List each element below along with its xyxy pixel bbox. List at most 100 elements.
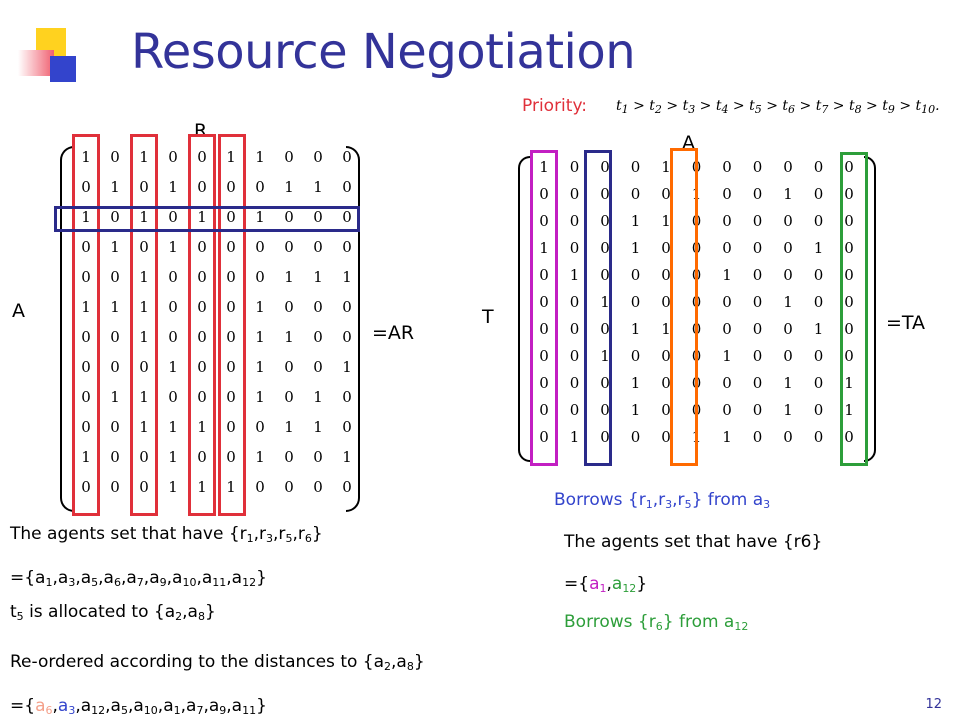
matrix-cell: 0 xyxy=(661,401,671,419)
matrix-cell: 0 xyxy=(600,401,610,419)
matrix-cell: 1 xyxy=(783,374,793,392)
matrix-cell: 1 xyxy=(813,239,824,257)
matrix-cell: 1 xyxy=(139,388,149,406)
matrix-cell: 0 xyxy=(139,238,149,256)
greater-than-symbol: > xyxy=(695,98,716,114)
matrix-cell: 0 xyxy=(255,178,265,196)
matrix-cell: 0 xyxy=(226,448,236,466)
priority-item: t7 xyxy=(815,98,829,116)
matrix-cell: 0 xyxy=(197,448,207,466)
matrix-cell: 1 xyxy=(110,178,120,196)
matrix-cell: 1 xyxy=(168,448,178,466)
matrix-cell: 0 xyxy=(110,208,120,226)
matrix-cell: 0 xyxy=(752,293,763,311)
matrix-cell: 1 xyxy=(722,266,732,284)
matrix-cell: 1 xyxy=(284,268,294,286)
matrix-cell: 0 xyxy=(342,478,352,496)
priority-item: t3 xyxy=(682,98,696,116)
column-r1-box xyxy=(72,134,100,516)
greater-than-symbol: > xyxy=(828,98,849,114)
agents-set-r-line: The agents set that have {r1,r3,r5,r6} xyxy=(10,524,323,545)
matrix-cell: 0 xyxy=(313,358,323,376)
matrix-cell: 0 xyxy=(752,320,763,338)
matrix-cell: 0 xyxy=(313,328,323,346)
matrix-cell: 0 xyxy=(783,347,793,365)
matrix-cell: 0 xyxy=(569,185,580,203)
matrix-cell: 0 xyxy=(783,266,793,284)
matrix-cell: 0 xyxy=(783,158,793,176)
matrix-cell: 0 xyxy=(783,428,793,446)
matrix-cell: 0 xyxy=(783,320,793,338)
matrix-cell: 1 xyxy=(81,148,91,166)
matrix-cell: 0 xyxy=(226,298,236,316)
agents-set-r6-line: The agents set that have {r6} xyxy=(564,532,823,552)
matrix-cell: 1 xyxy=(813,320,824,338)
matrix-cell: 1 xyxy=(139,148,149,166)
matrix-cell: 0 xyxy=(600,266,610,284)
matrix-cell: 0 xyxy=(569,293,580,311)
priority-chain: t1 > t2 > t3 > t4 > t5 > t6 > t7 > t8 > … xyxy=(616,98,940,116)
matrix-cell: 1 xyxy=(139,208,149,226)
matrix-cell: 0 xyxy=(284,358,294,376)
matrix-cell: 1 xyxy=(783,401,793,419)
matrix-cell: 0 xyxy=(284,388,294,406)
greater-than-symbol: > xyxy=(861,98,883,114)
priority-item: t2 xyxy=(649,98,662,116)
matrix-cell: 1 xyxy=(255,448,265,466)
matrix-cell: 0 xyxy=(813,347,824,365)
matrix-cell: 0 xyxy=(197,148,207,166)
matrix-cell: 0 xyxy=(661,374,671,392)
matrix-cell: 1 xyxy=(630,401,641,419)
greater-than-symbol: > xyxy=(795,98,816,114)
matrix-cell: 0 xyxy=(226,268,236,286)
matrix-cell: 0 xyxy=(844,347,854,365)
matrix-cell: 1 xyxy=(81,298,91,316)
matrix-cell: 1 xyxy=(197,478,207,496)
label-ar: =AR xyxy=(372,322,415,344)
matrix-cell: 1 xyxy=(110,298,120,316)
matrix-cell: 0 xyxy=(342,238,352,256)
matrix-cell: 0 xyxy=(661,293,671,311)
matrix-cell: 0 xyxy=(168,298,178,316)
matrix-cell: 0 xyxy=(813,293,824,311)
matrix-cell: 1 xyxy=(600,293,610,311)
matrix-cell: 0 xyxy=(844,212,854,230)
matrix-cell: 1 xyxy=(255,328,265,346)
matrix-cell: 1 xyxy=(539,239,549,257)
priority-item: t1 xyxy=(616,98,629,116)
column-purple-box xyxy=(530,150,558,466)
matrix-cell: 0 xyxy=(752,266,763,284)
matrix-cell: 0 xyxy=(630,293,641,311)
column-r6-box xyxy=(218,134,246,516)
label-ta: =TA xyxy=(886,312,926,334)
matrix-cell: 0 xyxy=(139,478,149,496)
column-navy-box xyxy=(584,150,612,466)
matrix-cell: 0 xyxy=(752,347,763,365)
matrix-cell: 0 xyxy=(752,212,763,230)
matrix-cell: 0 xyxy=(81,238,91,256)
matrix-cell: 0 xyxy=(81,478,91,496)
matrix-cell: 0 xyxy=(600,185,610,203)
matrix-cell: 0 xyxy=(752,401,763,419)
matrix-cell: 1 xyxy=(722,347,732,365)
column-r3-box xyxy=(130,134,158,516)
matrix-cell: 0 xyxy=(226,208,236,226)
matrix-cell: 1 xyxy=(600,347,610,365)
matrix-cell: 0 xyxy=(284,238,294,256)
slide-logo xyxy=(18,22,98,102)
matrix-cell: 0 xyxy=(661,428,671,446)
matrix-cell: 0 xyxy=(110,328,120,346)
priority-item: t6 xyxy=(782,98,796,116)
matrix-cell: 0 xyxy=(81,268,91,286)
matrix-cell: 0 xyxy=(539,293,549,311)
matrix-cell: 0 xyxy=(630,266,641,284)
matrix-cell: 1 xyxy=(168,478,178,496)
matrix-cell: 0 xyxy=(539,185,549,203)
left-paren xyxy=(518,156,530,462)
matrix-cell: 0 xyxy=(722,158,732,176)
matrix-cell: 1 xyxy=(197,418,207,436)
matrix-cell: 1 xyxy=(110,238,120,256)
logo-pink-square xyxy=(18,50,54,76)
matrix-cell: 1 xyxy=(168,358,178,376)
